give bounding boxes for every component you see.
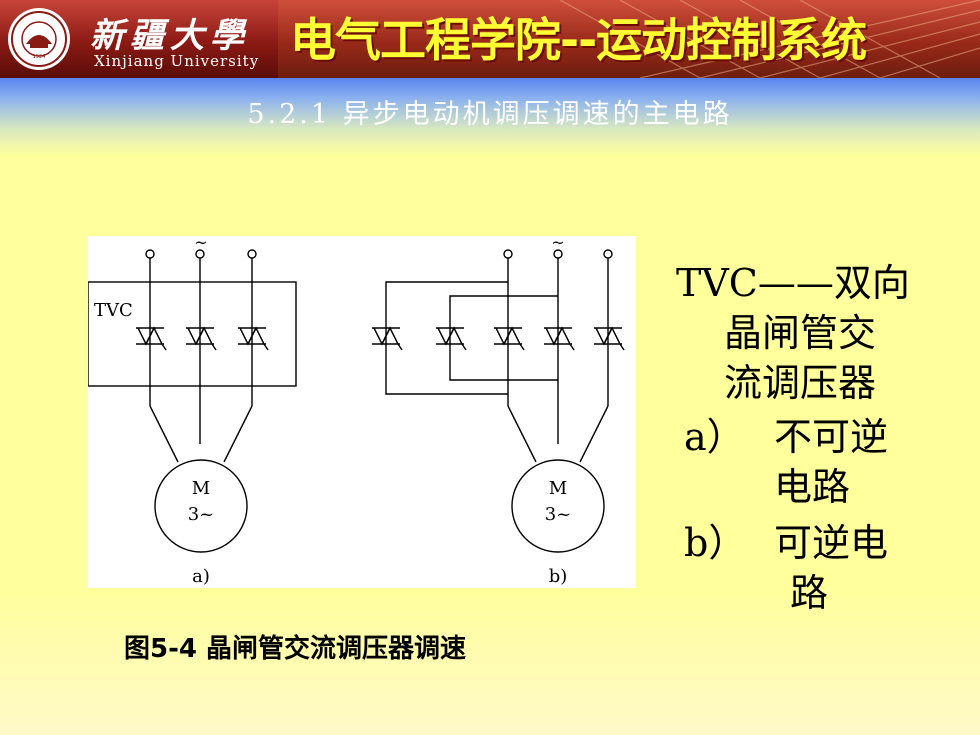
motor-label-b-line2: 3~ — [545, 504, 572, 525]
figure-caption: 图5-4 晶闸管交流调压器调速 — [124, 634, 467, 664]
course-title: 电气工程学院--运动控制系统 — [290, 13, 867, 67]
section-title-band — [0, 78, 980, 156]
circuit-figure: ~ TVC M 3~ a) — [87, 233, 636, 588]
item-a-marker: a） — [684, 415, 745, 459]
motor-label-b-line1: M — [549, 478, 567, 499]
circuit-a — [87, 249, 297, 553]
bridge-background-image — [278, 0, 980, 78]
tvc-definition-line1: TVC——双向 — [676, 261, 910, 305]
item-b-marker: b） — [684, 521, 747, 565]
circuit-b — [385, 249, 613, 553]
circuit-diagram: ~ TVC M 3~ a) — [87, 233, 625, 587]
item-b-text-line1: 可逆电 — [774, 521, 889, 565]
header-banner: 1924 新疆大學 Xinjiang University 电气工程学院--运动… — [0, 0, 980, 78]
label-a: a) — [192, 566, 210, 587]
item-a-text-line2: 电路 — [774, 465, 851, 509]
university-seal-logo: 1924 — [8, 8, 70, 70]
university-name-chinese: 新疆大學 — [90, 16, 250, 56]
tilde-symbol-a: ~ — [194, 236, 207, 252]
item-a-text-line1: 不可逆 — [774, 415, 889, 459]
motor-label-a-line2: 3~ — [188, 504, 215, 525]
motor-label-a-line1: M — [192, 478, 210, 499]
svg-text:1924: 1924 — [33, 54, 46, 60]
item-b-text-line2: 路 — [790, 571, 829, 615]
tilde-symbol-b: ~ — [551, 236, 564, 252]
label-b: b) — [549, 566, 568, 587]
tvc-definition-line3: 流调压器 — [724, 361, 877, 405]
tvc-definition-line2: 晶闸管交 — [724, 311, 877, 355]
tvc-box-label: TVC — [94, 300, 133, 321]
section-title: 5.2.1 异步电动机调压调速的主电路 — [247, 99, 733, 130]
university-name-english: Xinjiang University — [94, 52, 260, 70]
